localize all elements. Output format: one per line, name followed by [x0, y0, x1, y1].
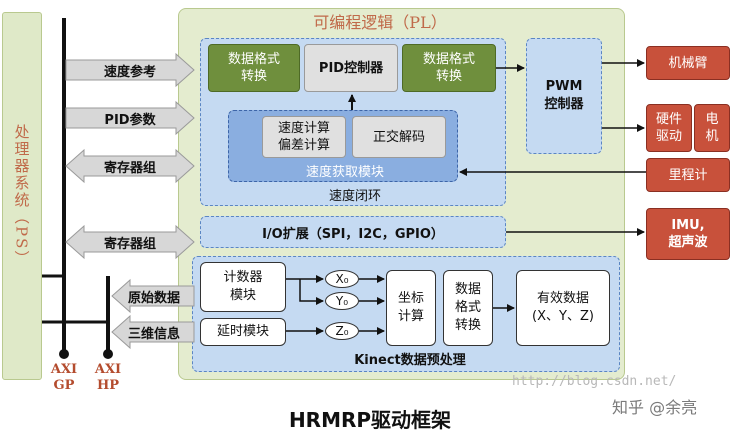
axi-hp-dot	[103, 349, 113, 359]
kinect-title: Kinect数据预处理	[354, 352, 466, 368]
odometer-label: 里程计	[668, 167, 708, 183]
arrow-raw-data	[111, 278, 195, 314]
coord-calc: 坐标 计算	[386, 270, 436, 346]
arrow-speed-ref	[65, 52, 195, 88]
valid-data-label: 有效数据 (X、Y、Z)	[532, 291, 594, 324]
pwm-controller-label: PWM 控制器	[544, 79, 584, 112]
pl-title: 可编程逻辑（PL）	[313, 13, 447, 32]
blog-watermark: http://blog.csdn.net/	[512, 374, 677, 389]
format-convert-left-label: 数据格式 转换	[227, 52, 280, 84]
motor-label: 电 机	[705, 112, 719, 144]
label-speed-ref: 速度参考	[103, 64, 156, 80]
delay-module-label: 延时模块	[216, 324, 269, 339]
zhihu-watermark: 知乎 @余亮	[612, 398, 698, 417]
pid-controller: PID控制器	[304, 44, 398, 92]
format-convert-right: 数据格式 转换	[402, 44, 496, 92]
robot-arm-label: 机械臂	[668, 55, 708, 71]
pwm-controller: PWM 控制器	[526, 38, 602, 154]
arrow-pid-param	[65, 100, 195, 136]
format-convert-right-label: 数据格式 转换	[422, 52, 475, 84]
x0-oval: X₀	[325, 270, 359, 288]
diagram-caption: HRMRP驱动框架	[288, 407, 452, 432]
odometer: 里程计	[646, 158, 730, 192]
x0-label: X₀	[335, 272, 349, 286]
imu-ultrasonic-label: IMU, 超声波	[668, 218, 708, 250]
y0-oval: Y₀	[325, 292, 359, 310]
speed-acq-title: 速度获取模块	[305, 164, 384, 180]
arrow-3d-info	[111, 314, 195, 350]
label-3d-info: 三维信息	[127, 326, 180, 342]
speed-calc-label: 速度计算 偏差计算	[277, 121, 330, 153]
speed-loop-label: 速度闭环	[328, 188, 381, 204]
label-pid-param: PID参数	[104, 112, 156, 128]
axi-gp-dot	[59, 349, 69, 359]
coord-calc-label: 坐标 计算	[397, 291, 424, 324]
arrow-register-2	[65, 224, 195, 260]
hardware-drive-label: 硬件 驱动	[655, 112, 682, 144]
quadrature-decode-label: 正交解码	[372, 129, 425, 145]
hardware-drive: 硬件 驱动	[646, 104, 692, 152]
kinect-format-convert-label: 数据 格式 转换	[454, 282, 481, 333]
counter-module: 计数器 模块	[200, 262, 286, 312]
label-raw-data: 原始数据	[127, 290, 180, 306]
kinect-format-convert: 数据 格式 转换	[443, 270, 493, 346]
speed-calc-box: 速度计算 偏差计算	[262, 116, 346, 158]
ps-label: 处理器系统（PS）	[12, 124, 31, 268]
io-expansion: I/O扩展（SPI，I2C，GPIO）	[200, 216, 506, 248]
format-convert-left: 数据格式 转换	[208, 44, 300, 92]
y0-label: Y₀	[335, 294, 349, 308]
motor: 电 机	[694, 104, 730, 152]
axi-hp-label: AXI HP	[94, 362, 122, 393]
arrow-counter-to-y0	[299, 279, 324, 305]
pid-controller-label: PID控制器	[318, 60, 384, 76]
label-register-1: 寄存器组	[103, 160, 156, 176]
quadrature-decode-box: 正交解码	[352, 116, 446, 158]
delay-module: 延时模块	[200, 318, 286, 346]
z0-label: Z₀	[335, 324, 349, 338]
valid-data: 有效数据 (X、Y、Z)	[516, 270, 610, 346]
ps-block: 处理器系统（PS）	[2, 12, 42, 380]
z0-oval: Z₀	[325, 322, 359, 340]
axi-gp-label: AXI GP	[50, 362, 78, 393]
label-register-2: 寄存器组	[103, 236, 156, 252]
imu-ultrasonic: IMU, 超声波	[646, 208, 730, 260]
robot-arm: 机械臂	[646, 46, 730, 80]
io-expansion-label: I/O扩展（SPI，I2C，GPIO）	[262, 226, 444, 242]
counter-module-label: 计数器 模块	[223, 270, 263, 303]
arrow-register-1	[65, 148, 195, 184]
